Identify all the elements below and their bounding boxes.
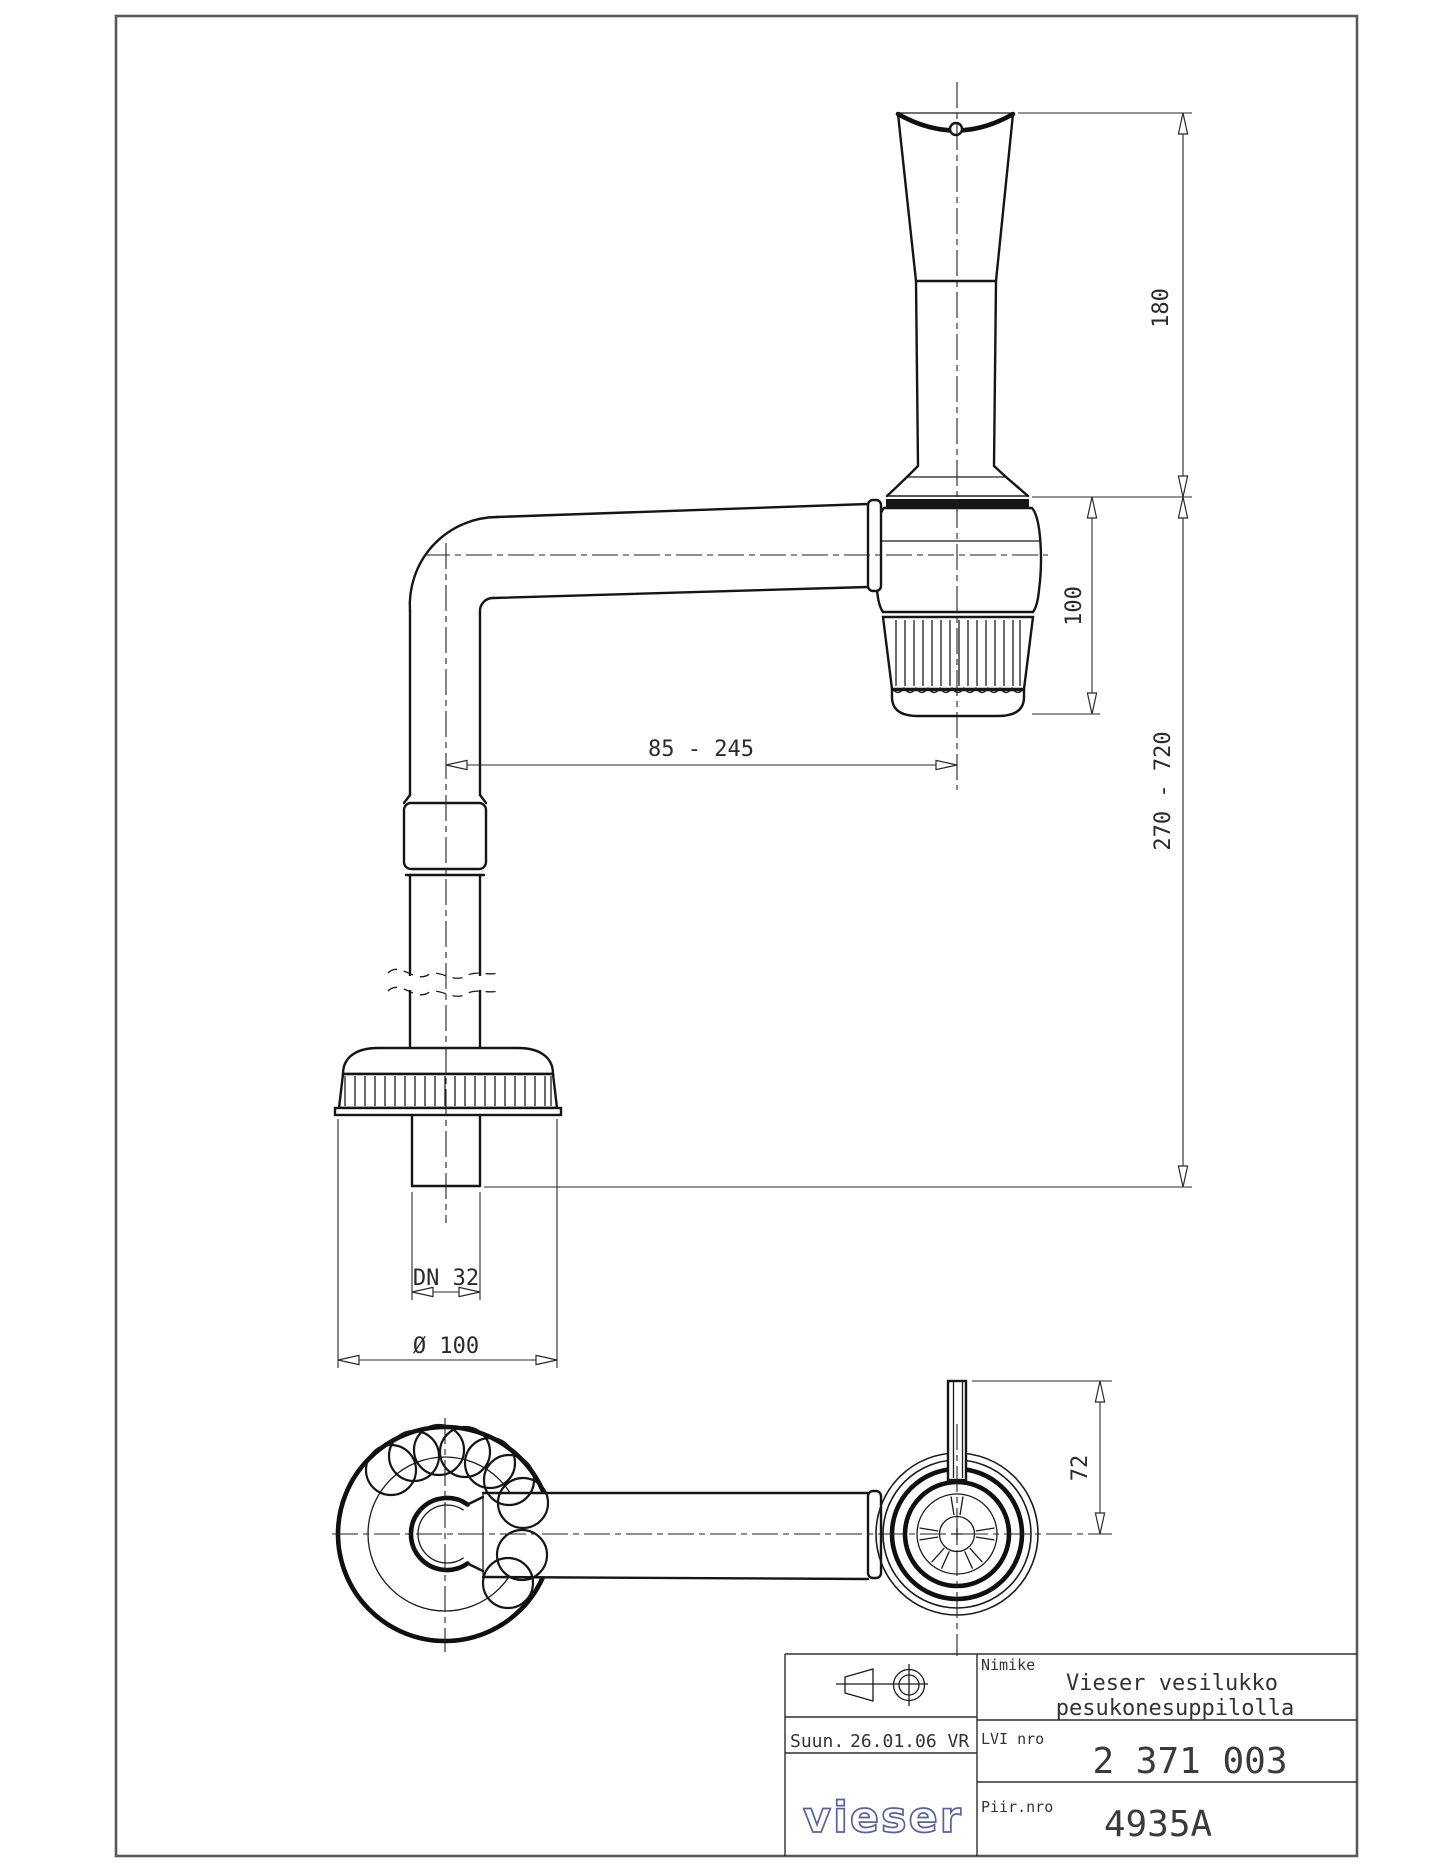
flange-ribbed-band — [337, 1072, 559, 1110]
flange-base-plate — [333, 1106, 563, 1117]
bottom-view — [335, 1379, 1039, 1644]
drawing-number-label: Piir.nro — [981, 1798, 1053, 1816]
dim-trap-height: 100 — [1062, 586, 1087, 626]
dim-pipe-diameter: DN 32 — [413, 1266, 479, 1291]
skirt-scallops — [891, 686, 1025, 694]
horizontal-pipe — [408, 502, 870, 614]
drawing-number-value: 4935A — [1104, 1804, 1213, 1845]
front-view — [333, 111, 1043, 1188]
pipe-socket — [866, 498, 883, 593]
dim-funnel-height: 180 — [1149, 288, 1174, 328]
adjustment-sleeve — [402, 801, 488, 871]
dim-outlet-offset: 72 — [1068, 1455, 1093, 1482]
flange-dome — [341, 1046, 555, 1076]
sheet-border — [114, 14, 1359, 1858]
spring-coil — [364, 1423, 550, 1610]
pipe-break — [392, 976, 498, 990]
designed-label: Suun. — [790, 1731, 844, 1752]
funnel-outline — [895, 111, 1016, 479]
trap-body — [866, 475, 1043, 718]
vertical-pipe — [333, 609, 563, 1188]
dim-vertical-range: 270 - 720 — [1151, 731, 1176, 850]
lvi-number-label: LVI nro — [981, 1730, 1044, 1748]
lvi-number-value: 2 371 003 — [1092, 1741, 1287, 1782]
product-name-line2: pesukonesuppilolla — [1056, 1696, 1294, 1721]
dim-horizontal-range: 85 - 245 — [648, 737, 754, 762]
product-name-line1: Vieser vesilukko — [1066, 1671, 1278, 1696]
designed-value: 26.01.06 VR — [850, 1731, 969, 1752]
dim-flange-diameter: Ø 100 — [413, 1334, 479, 1359]
centerlines — [332, 82, 1112, 1656]
dimension-annotations: 180 100 270 - 720 85 - 245 DN 32 Ø 100 7… — [337, 112, 1192, 1535]
title-block: Nimike Vieser vesilukko pesukonesuppilol… — [784, 1653, 1357, 1856]
vieser-logo: vieser — [803, 1793, 963, 1843]
first-angle-projection-icon — [836, 1664, 928, 1706]
name-label: Nimike — [981, 1656, 1035, 1674]
